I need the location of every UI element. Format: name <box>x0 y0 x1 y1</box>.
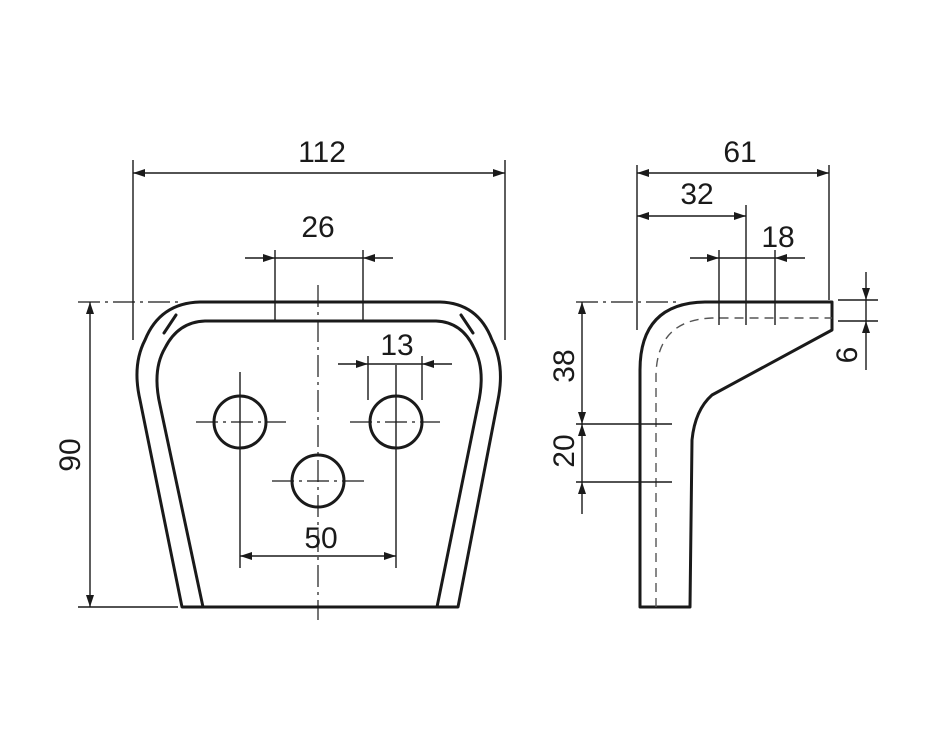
dim-label-20: 20 <box>548 434 581 467</box>
dim-arrow-18-left <box>707 254 719 262</box>
front-inner-outline <box>155 319 483 609</box>
dim-arrow-20-bottom <box>578 482 586 494</box>
dim-arrow-6-top <box>862 288 870 300</box>
side-hidden-line <box>655 317 832 607</box>
dim-arrow-13-right <box>422 360 434 368</box>
bend-mark-left <box>162 313 178 335</box>
dim-label-32: 32 <box>680 178 713 211</box>
dim-label-13: 13 <box>380 329 413 362</box>
dim-label-90: 90 <box>54 438 87 471</box>
dim-arrow-20-top <box>578 424 586 436</box>
dim-arrow-6-bottom <box>862 321 870 333</box>
dim-label-61: 61 <box>723 136 756 169</box>
dim-label-38: 38 <box>548 349 581 382</box>
side-profile-outline <box>638 300 834 609</box>
front-outer-outline <box>135 300 502 609</box>
dim-label-26: 26 <box>301 211 334 244</box>
dim-label-112: 112 <box>298 136 346 169</box>
dim-label-50: 50 <box>304 522 337 555</box>
front-view: 112 26 13 50 90 <box>54 136 506 620</box>
side-view: 61 32 18 6 38 20 <box>548 136 878 609</box>
dim-label-18: 18 <box>761 221 794 254</box>
bend-mark-right <box>459 313 475 335</box>
dim-arrow-26-left <box>263 254 275 262</box>
dim-arrow-18-right <box>775 254 787 262</box>
dim-arrow-13-left <box>356 360 368 368</box>
dim-label-6: 6 <box>831 347 864 364</box>
dim-arrow-26-right <box>363 254 375 262</box>
